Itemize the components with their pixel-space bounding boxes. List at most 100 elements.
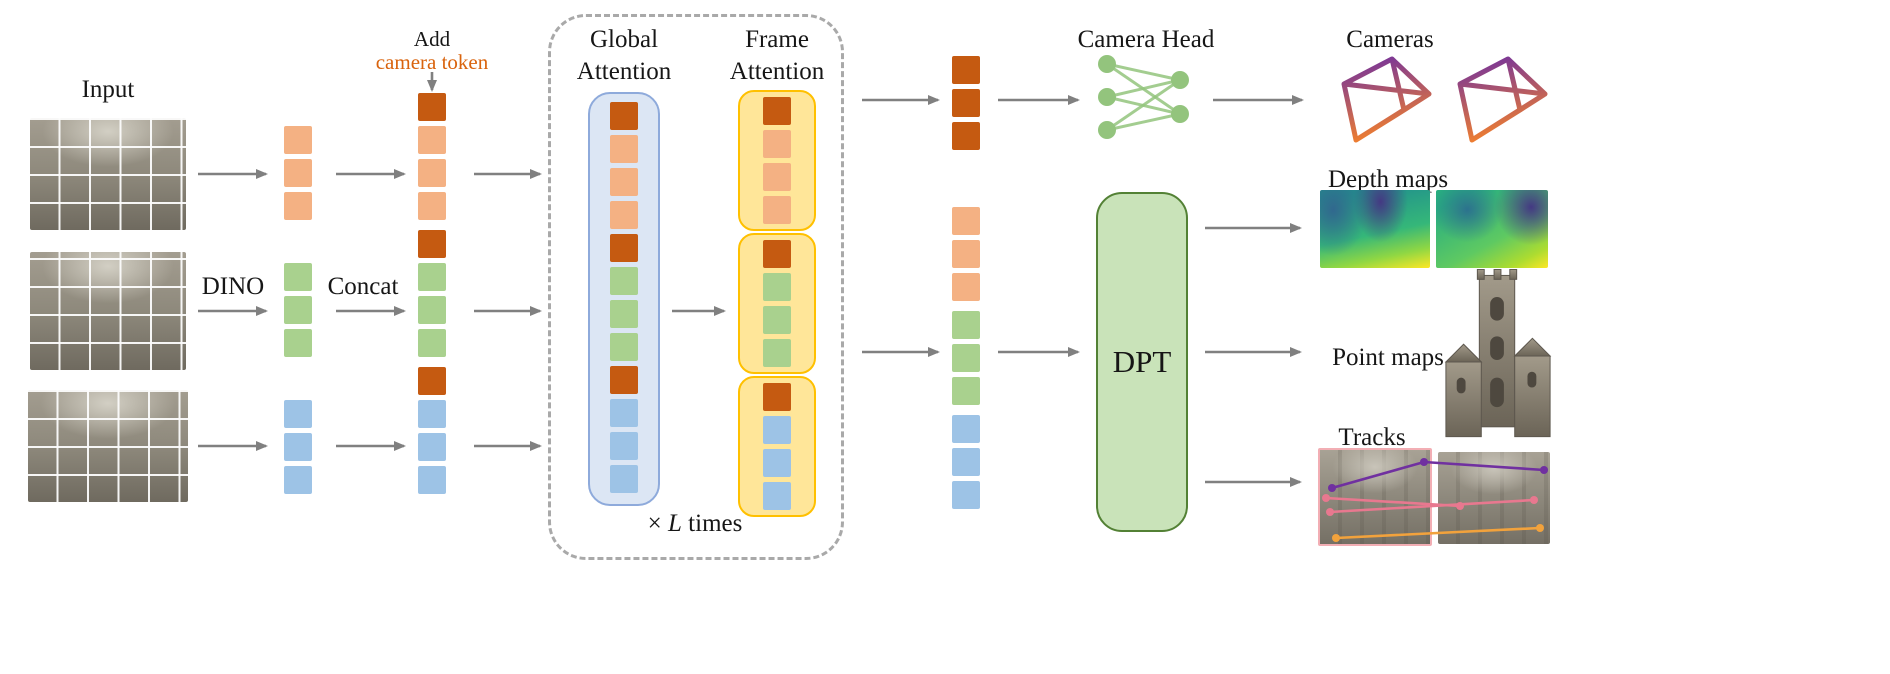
track-line-pink-2 (1329, 498, 1535, 514)
output-patch-stack-image3 (952, 415, 980, 509)
concat-stack-image1 (418, 93, 446, 220)
track-point (1536, 524, 1544, 532)
patch-token (952, 344, 980, 372)
patch-token (284, 126, 312, 154)
patch-token (763, 130, 791, 158)
tracks-label: Tracks (1338, 424, 1406, 451)
patch-token (610, 432, 638, 460)
patch-token (763, 273, 791, 301)
loop-times-variable: L (668, 510, 682, 537)
patch-token (418, 329, 446, 357)
patch-token (952, 377, 980, 405)
loop-times-suffix: times (688, 510, 743, 537)
camera-token (610, 102, 638, 130)
patch-token (418, 296, 446, 324)
camera-token (418, 93, 446, 121)
patch-token (610, 135, 638, 163)
camera-token (763, 240, 791, 268)
depth-maps-label: Depth maps (1327, 166, 1449, 193)
track-point (1420, 458, 1428, 466)
patch-token (763, 339, 791, 367)
patch-token (284, 433, 312, 461)
patch-token (418, 400, 446, 428)
attention-block-outline (548, 14, 844, 560)
camera-frustum-icon-2 (1457, 56, 1548, 143)
input-label: Input (81, 76, 135, 103)
patch-token (763, 306, 791, 334)
output-patch-stack-image1 (952, 207, 980, 301)
track-line-purple (1331, 460, 1545, 490)
track-point (1326, 508, 1334, 516)
dpt-block: DPT (1096, 192, 1188, 532)
patch-token (284, 192, 312, 220)
token-stack-image2 (284, 263, 312, 357)
camera-head-label: Camera Head (1077, 26, 1215, 53)
global-attention-label: Global Attention (554, 24, 694, 87)
track-point (1530, 496, 1538, 504)
patch-token (610, 168, 638, 196)
patch-token (952, 448, 980, 476)
patch-token (418, 466, 446, 494)
frame-attention-label-line1: Frame (745, 26, 809, 53)
track-point (1540, 466, 1548, 474)
camera-token (952, 89, 980, 117)
track-point (1332, 534, 1340, 542)
patch-token (418, 159, 446, 187)
patch-token (610, 300, 638, 328)
token-stack-image3 (284, 400, 312, 494)
camera-token (952, 122, 980, 150)
global-attention-token-stack (610, 102, 638, 493)
cathedral-windows (1456, 297, 1537, 408)
camera-head-network (1098, 55, 1189, 139)
patch-token (952, 311, 980, 339)
camera-token (418, 367, 446, 395)
global-attention-label-line2: Attention (576, 57, 672, 85)
patch-token (763, 449, 791, 477)
add-camera-token-label-line2: camera token (375, 50, 489, 74)
frame-attention-stack-3 (763, 383, 791, 510)
frame-attention-stack-1 (763, 97, 791, 224)
patch-token (284, 159, 312, 187)
patch-token (763, 163, 791, 191)
patch-token (952, 481, 980, 509)
add-camera-token-label-line1: Add (413, 27, 451, 51)
depth-map-image-2 (1436, 190, 1548, 268)
patch-token (952, 415, 980, 443)
patch-token (418, 263, 446, 291)
point-map-render (1444, 269, 1552, 438)
loop-times-label: × L times (610, 508, 780, 540)
patch-token (284, 466, 312, 494)
concat-stack-image3 (418, 367, 446, 494)
flow-arrows (198, 72, 1304, 487)
patch-token (284, 263, 312, 291)
patch-token (284, 400, 312, 428)
track-point (1322, 494, 1330, 502)
input-image-2 (30, 252, 186, 370)
global-attention-label-line1: Global (589, 26, 659, 53)
camera-token (763, 383, 791, 411)
patch-token (763, 416, 791, 444)
concat-label: Concat (327, 273, 399, 300)
network-edges (1106, 62, 1181, 132)
token-stack-image1 (284, 126, 312, 220)
track-line-orange (1335, 526, 1541, 540)
camera-frustum-icon-1 (1341, 56, 1432, 143)
camera-token (418, 230, 446, 258)
dpt-label: DPT (1112, 344, 1172, 379)
patch-token (610, 465, 638, 493)
loop-times-prefix: × (647, 510, 662, 537)
patch-token (418, 433, 446, 461)
track-point (1328, 484, 1336, 492)
input-image-3 (28, 390, 188, 502)
patch-token (284, 296, 312, 324)
frame-attention-stack-2 (763, 240, 791, 367)
frame-attention-label: Frame Attention (707, 24, 847, 87)
patch-token (952, 273, 980, 301)
output-patch-stack-image2 (952, 311, 980, 405)
concat-stack-image2 (418, 230, 446, 357)
patch-token (284, 329, 312, 357)
network-nodes (1098, 55, 1189, 139)
output-camera-token-stack (952, 56, 980, 150)
